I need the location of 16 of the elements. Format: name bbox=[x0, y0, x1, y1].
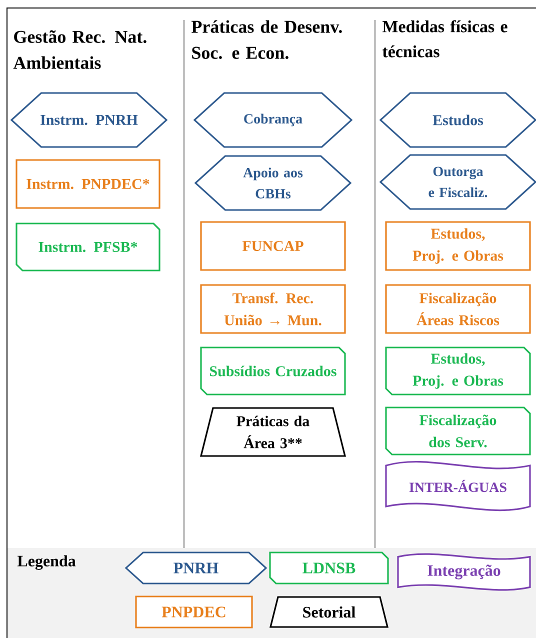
snipped-box: Estudos, Proj. e Obras bbox=[385, 346, 531, 396]
wave-box: INTER-ÁGUAS bbox=[385, 460, 531, 512]
column-heading: Gestão Rec. Nat. Ambientais bbox=[13, 30, 146, 69]
column-heading: Práticas de Desenv. Soc. e Econ. bbox=[192, 20, 342, 59]
process-box: Fiscalização Áreas Riscos bbox=[385, 284, 531, 334]
process-box: Estudos, Proj. e Obras bbox=[385, 221, 531, 271]
process-box: Transf. Rec. União → Mun. bbox=[200, 284, 346, 334]
legend-title: Legenda bbox=[17, 555, 76, 570]
legend-key: LDNSB bbox=[269, 552, 389, 584]
process-box: FUNCAP bbox=[200, 221, 346, 271]
process-box: Instrm. PNPDEC* bbox=[16, 159, 160, 209]
snipped-box: Fiscalização dos Serv. bbox=[385, 406, 531, 456]
legend-key: PNPDEC bbox=[135, 596, 253, 628]
snipped-box: Instrm. PFSB* bbox=[16, 222, 160, 272]
snipped-box: Subsídios Cruzados bbox=[200, 346, 346, 396]
column-heading: Medidas físicas e técnicas bbox=[382, 20, 508, 58]
